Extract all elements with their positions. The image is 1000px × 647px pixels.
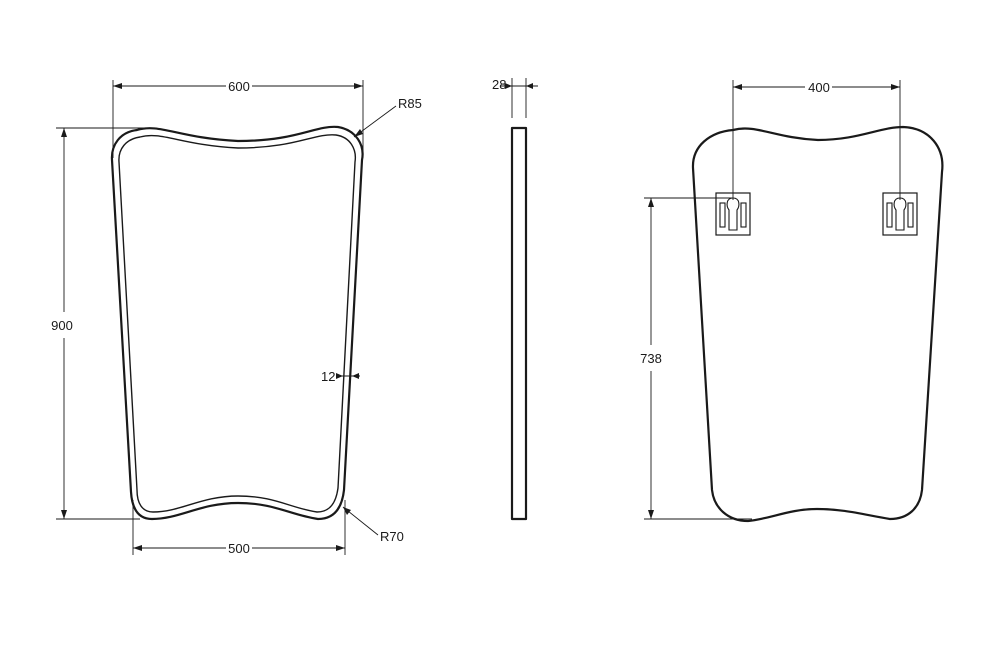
arrow-400-left bbox=[733, 84, 742, 90]
arrow-r70 bbox=[343, 507, 351, 515]
dim-radius-top-label: R85 bbox=[398, 96, 422, 111]
arrow-12-right bbox=[352, 373, 359, 379]
arrow-500-left bbox=[133, 545, 142, 551]
rear-view: 400 738 bbox=[640, 80, 944, 523]
dim-radius-bottom-label: R70 bbox=[380, 529, 404, 544]
dim-frame-thickness-label: 12 bbox=[321, 369, 335, 384]
side-profile bbox=[510, 126, 528, 521]
arrow-738-top bbox=[648, 198, 654, 207]
dim-bracket-spacing-label: 400 bbox=[808, 80, 830, 95]
dim-width-top-label: 600 bbox=[228, 79, 250, 94]
mirror-inner-outline bbox=[118, 134, 357, 513]
side-view: 28 bbox=[492, 77, 538, 521]
arrow-500-right bbox=[336, 545, 345, 551]
arrow-28-right bbox=[526, 83, 533, 89]
arrow-900-top bbox=[61, 128, 67, 137]
arrow-738-bottom bbox=[648, 510, 654, 519]
dim-height-label: 900 bbox=[51, 318, 73, 333]
arrow-900-bottom bbox=[61, 510, 67, 519]
arrow-600-left bbox=[113, 83, 122, 89]
arrow-600-right bbox=[354, 83, 363, 89]
arrow-12-left bbox=[336, 373, 343, 379]
arrow-400-right bbox=[891, 84, 900, 90]
arrow-28-left bbox=[505, 83, 512, 89]
dim-bracket-height-label: 738 bbox=[640, 351, 662, 366]
front-view: 600 900 R85 12 500 R70 bbox=[51, 79, 422, 556]
dim-depth-label: 28 bbox=[492, 77, 506, 92]
mirror-outer-outline bbox=[110, 125, 364, 521]
rear-outline bbox=[691, 125, 944, 523]
dim-width-bottom-label: 500 bbox=[228, 541, 250, 556]
arrow-r85 bbox=[354, 129, 363, 137]
